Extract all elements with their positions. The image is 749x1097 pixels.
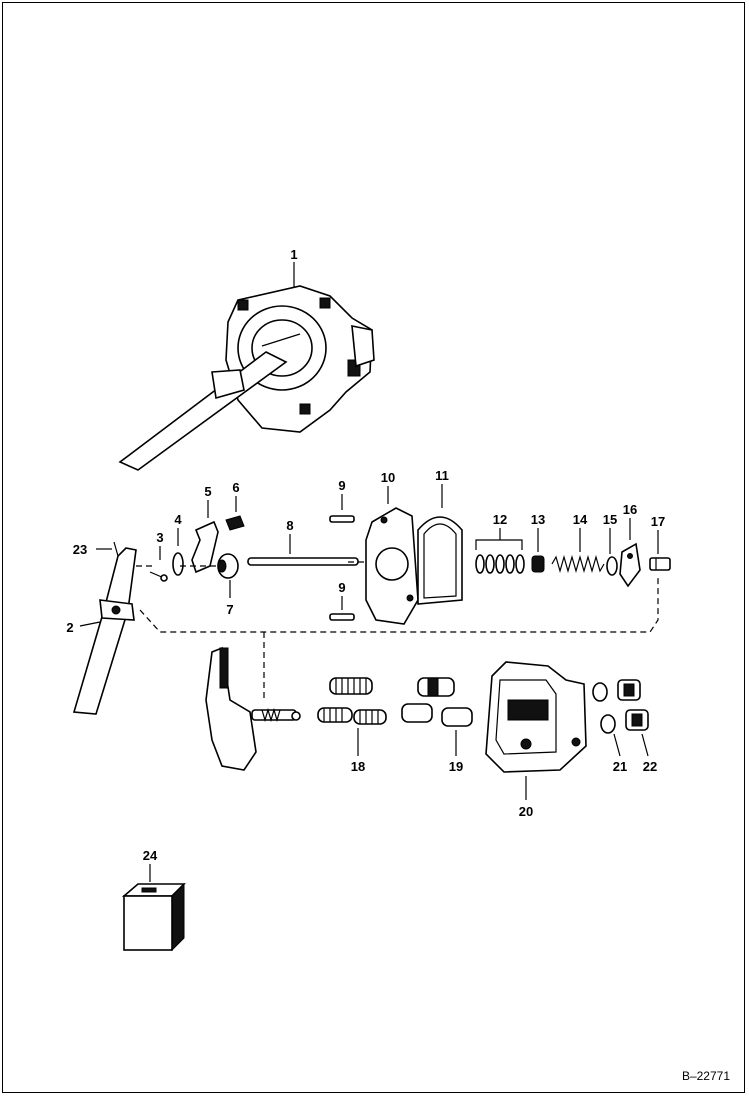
callout-labels: 1 2 3 4 5 6 7 8 9 9 10 11 12 13 14 15 16… (66, 247, 665, 863)
callout-1: 1 (290, 247, 297, 262)
part-18-springs (317, 677, 387, 756)
callout-7: 7 (226, 602, 233, 617)
callout-3: 3 (156, 530, 163, 545)
callout-22: 22 (643, 759, 657, 774)
part-10-cover (365, 486, 419, 625)
part-19-spools (401, 677, 473, 756)
part-1-pump-assembly (118, 262, 375, 471)
callout-13: 13 (531, 512, 545, 527)
part-21-orings (592, 682, 621, 757)
part-6-nut (225, 496, 245, 531)
part-8-shaft (247, 534, 368, 566)
callout-18: 18 (351, 759, 365, 774)
part-23-pin (96, 541, 119, 557)
callout-9-upper: 9 (338, 478, 345, 493)
part-3-screw (149, 546, 168, 582)
part-13-nut (531, 528, 545, 573)
part-17-plug (649, 530, 671, 571)
drawing-reference-code: B–22771 (682, 1069, 730, 1083)
callout-23: 23 (73, 542, 87, 557)
assembly-connection-dashes (136, 565, 659, 700)
part-15-oring (606, 528, 618, 576)
callout-12: 12 (493, 512, 507, 527)
part-16-plate (619, 518, 641, 588)
callout-10: 10 (381, 470, 395, 485)
callout-19: 19 (449, 759, 463, 774)
callout-5: 5 (204, 484, 211, 499)
callout-11: 11 (435, 468, 449, 483)
callout-16: 16 (623, 502, 637, 517)
part-7-bushing (217, 553, 239, 598)
part-12-seals (475, 528, 525, 574)
part-4-washer (172, 528, 184, 576)
part-9-screw-lower (329, 596, 355, 621)
callout-15: 15 (603, 512, 617, 527)
part-24-kit-box (121, 864, 186, 952)
callout-8: 8 (286, 518, 293, 533)
callout-24: 24 (143, 848, 158, 863)
part-22-plugs (617, 679, 649, 757)
callout-6: 6 (232, 480, 239, 495)
callout-21: 21 (613, 759, 627, 774)
part-5-bracket (191, 500, 219, 574)
lower-pump-body (205, 646, 301, 771)
callout-17: 17 (651, 514, 665, 529)
part-9-screw-upper (329, 494, 355, 523)
part-2-lever (72, 547, 137, 715)
callout-20: 20 (519, 804, 533, 819)
callout-9-lower: 9 (338, 580, 345, 595)
callout-2: 2 (66, 620, 73, 635)
part-20-housing (485, 661, 587, 800)
callout-4: 4 (174, 512, 182, 527)
callout-14: 14 (573, 512, 588, 527)
part-14-spring (551, 528, 605, 574)
part-11-gasket (417, 484, 463, 605)
